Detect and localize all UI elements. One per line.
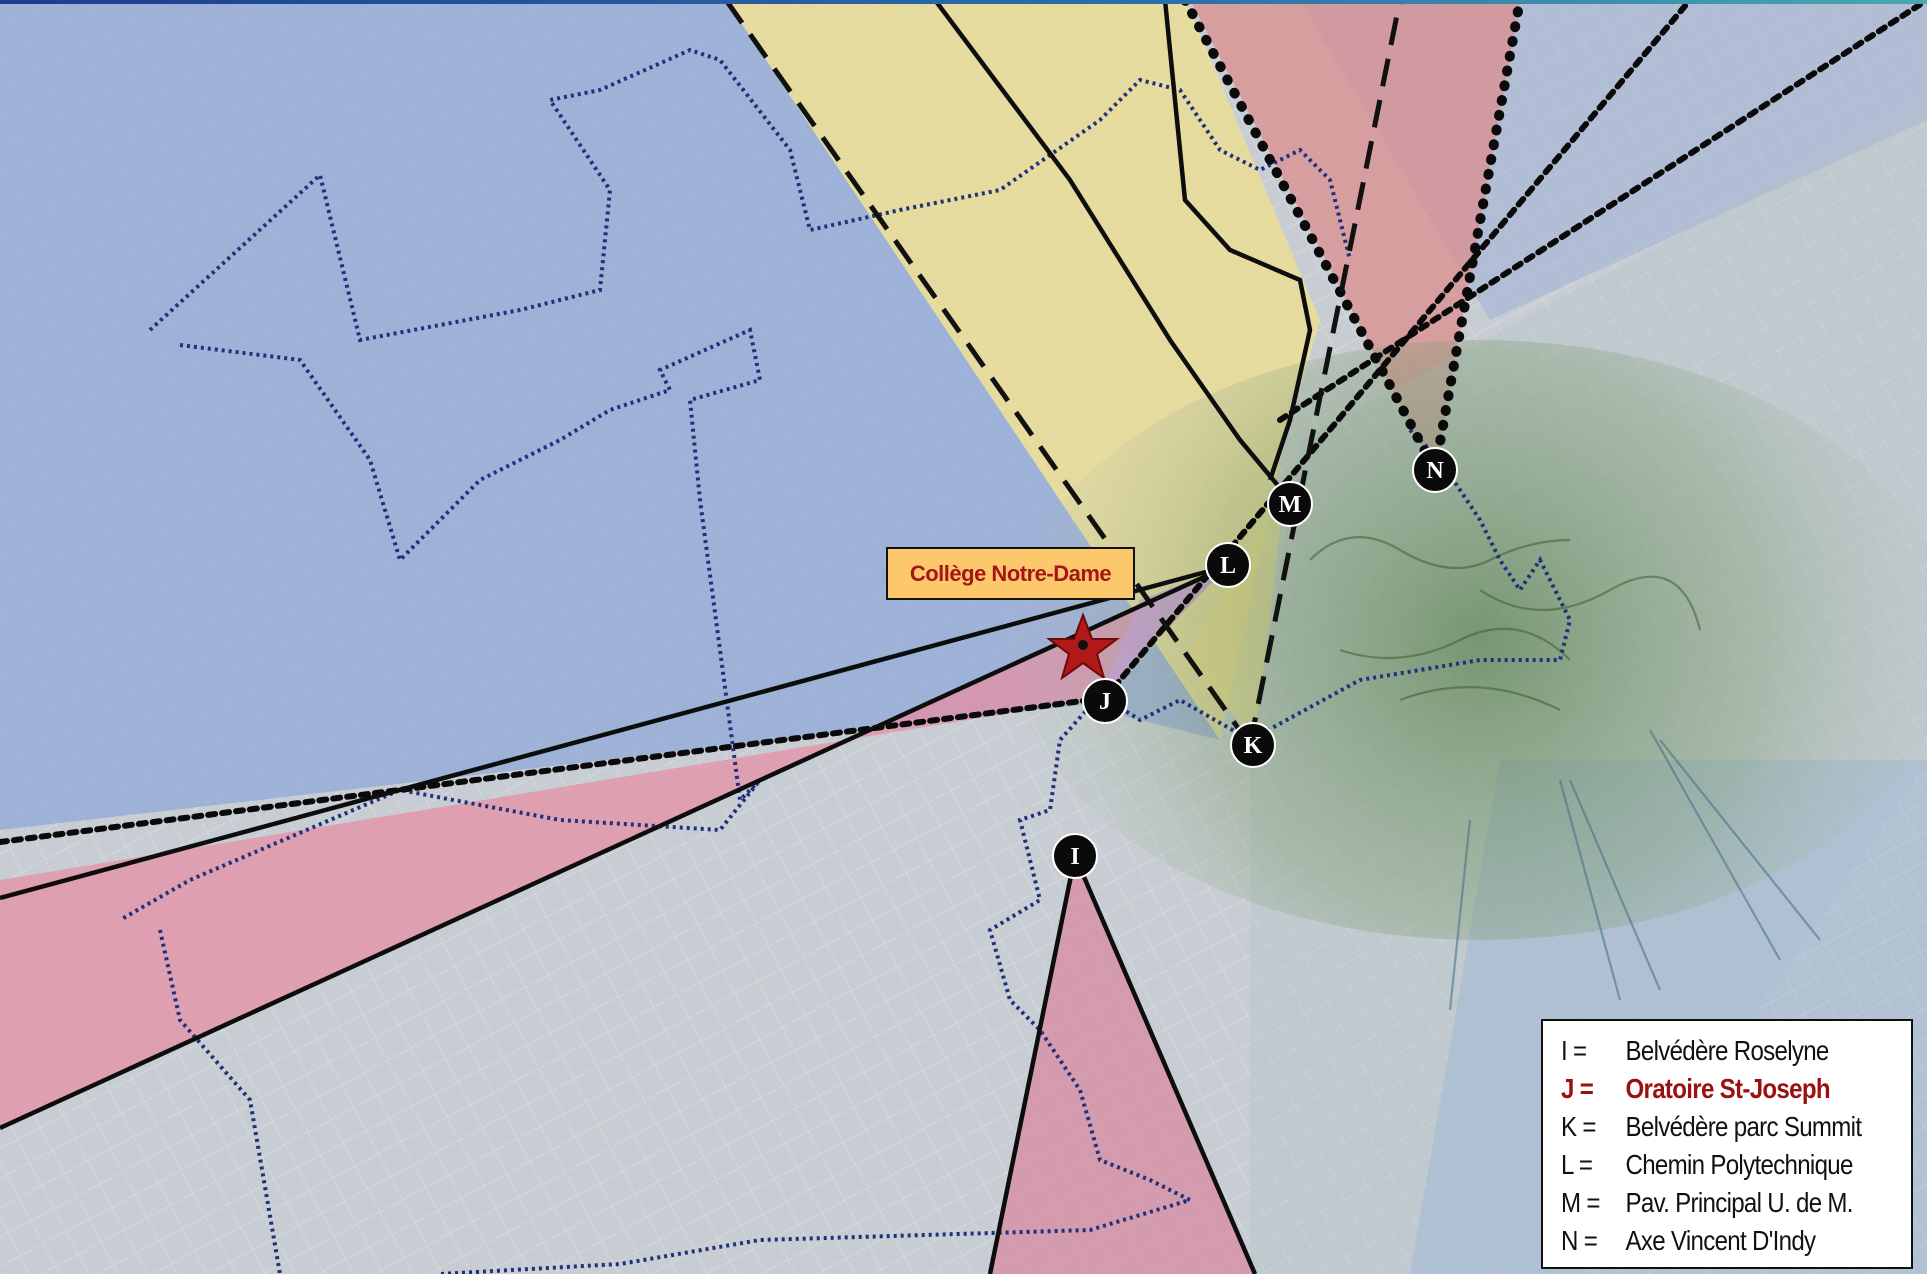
legend-row-M: M = Pav. Principal U. de M. [1561,1184,1862,1222]
view-zone-blue [0,0,1220,830]
marker-K[interactable]: K [1230,722,1276,768]
legend-key: J = [1561,1073,1594,1104]
top-accent-bar [0,0,1927,4]
legend-key: I = [1561,1035,1587,1066]
marker-N[interactable]: N [1412,447,1458,493]
legend-label: Chemin Polytechnique [1625,1149,1854,1180]
marker-M[interactable]: M [1267,481,1313,527]
park-features [1309,536,1821,1011]
view-axis-dashed [723,0,1403,747]
legend-row-J: J = Oratoire St-Joseph [1561,1070,1862,1108]
legend: I = Belvédère Roselyne J = Oratoire St-J… [1541,1019,1913,1269]
marker-M-label: M [1279,492,1302,518]
view-axis-solid [0,0,1313,1274]
legend-row-K: K = Belvédère parc Summit [1561,1108,1862,1146]
marker-L-label: L [1220,553,1236,579]
legend-key: N = [1561,1225,1598,1256]
view-axis-dotted [0,0,1927,845]
view-zone-rose-south [990,855,1255,1274]
marker-J[interactable]: J [1082,678,1128,724]
marker-N-label: N [1426,458,1444,484]
marker-K-label: K [1244,733,1263,759]
legend-row-I: I = Belvédère Roselyne [1561,1032,1862,1070]
legend-label: Belvédère Roselyne [1625,1035,1830,1066]
legend-row-N: N = Axe Vincent D'Indy [1561,1222,1862,1260]
boundary-lines [119,47,1573,1274]
legend-key: M = [1561,1187,1600,1218]
marker-J-label: J [1099,689,1111,715]
marker-L[interactable]: L [1205,542,1251,588]
legend-key: L = [1561,1149,1593,1180]
college-callout[interactable]: Collège Notre-Dame [886,547,1135,600]
legend-label: Oratoire St-Joseph [1625,1073,1831,1104]
marker-I[interactable]: I [1052,833,1098,879]
college-star-center [1078,640,1088,650]
legend-label: Belvédère parc Summit [1625,1111,1863,1142]
marker-I-label: I [1070,844,1079,870]
mount-royal-park [1010,340,1927,940]
legend-row-L: L = Chemin Polytechnique [1561,1146,1862,1184]
legend-key: K = [1561,1111,1596,1142]
college-callout-label: Collège Notre-Dame [909,560,1112,586]
legend-label: Pav. Principal U. de M. [1625,1187,1854,1218]
legend-label: Axe Vincent D'Indy [1625,1225,1817,1256]
